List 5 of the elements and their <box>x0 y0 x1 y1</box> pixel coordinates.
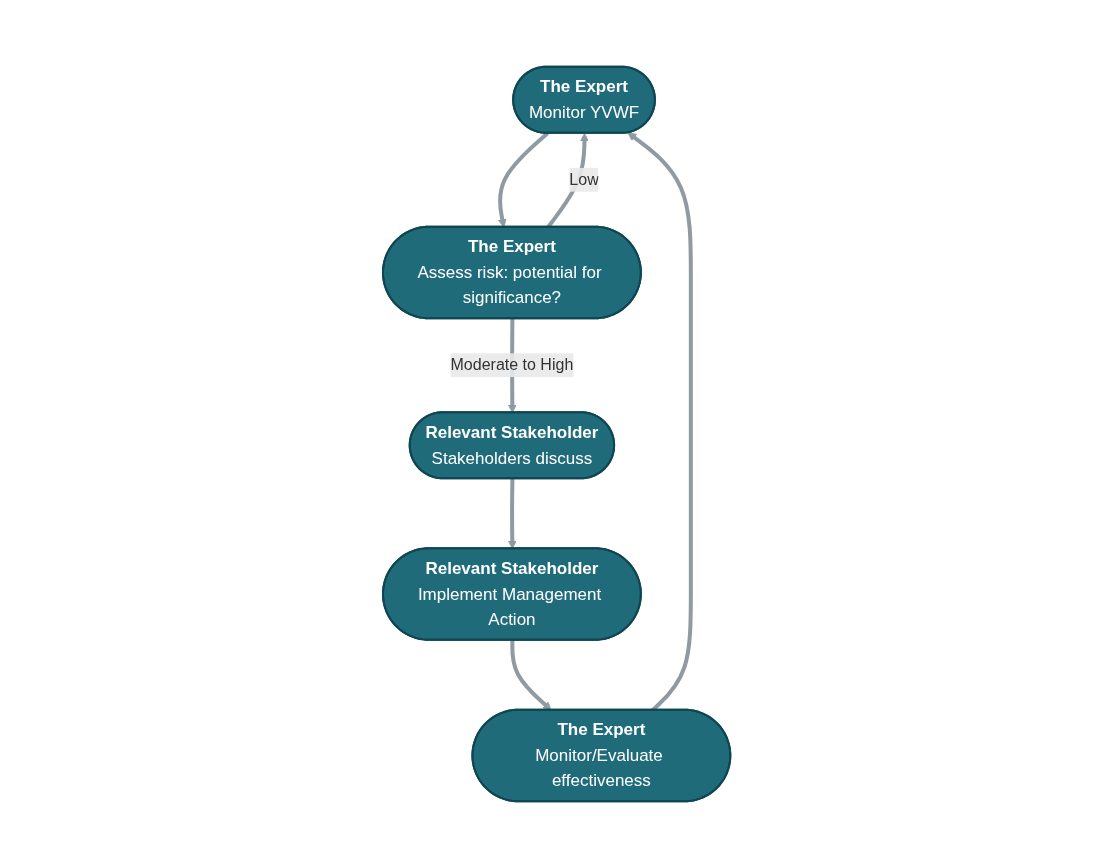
arrow <box>498 131 550 228</box>
arrow <box>508 478 518 549</box>
edge-label: Low <box>569 170 600 188</box>
edge-label: Moderate to High <box>450 355 574 373</box>
arrow <box>510 639 552 711</box>
